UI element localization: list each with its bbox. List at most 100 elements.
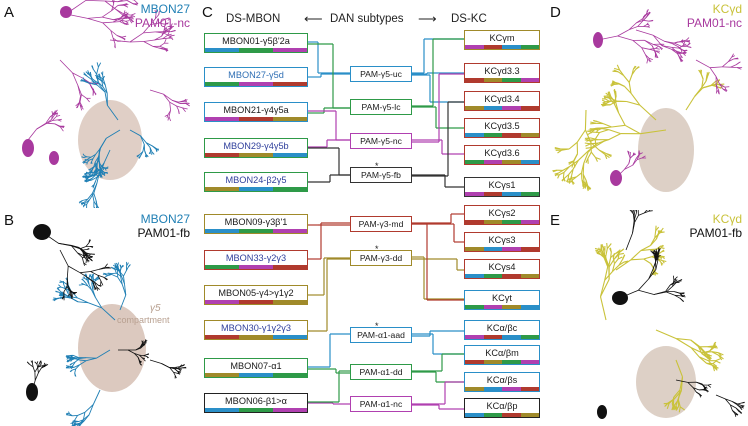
kc-box-label: KCγs2 bbox=[488, 208, 516, 218]
pam-arbor bbox=[638, 278, 649, 291]
gamma5-compartment bbox=[78, 304, 146, 392]
kc-box: KCγs4 bbox=[464, 259, 540, 279]
kc-axon bbox=[643, 258, 651, 264]
panel-title-pam01-nc: PAM01-nc bbox=[134, 16, 190, 30]
mbon-arbor bbox=[96, 276, 99, 279]
pam-arbor bbox=[139, 344, 143, 348]
kc-axon bbox=[568, 141, 578, 150]
pam-arbor bbox=[90, 271, 99, 276]
kc-box: KCγs1 bbox=[464, 177, 540, 197]
kc-box-label: KCγd3.4 bbox=[484, 94, 520, 104]
mbon-arbor bbox=[124, 283, 127, 296]
kc-axon bbox=[675, 406, 680, 411]
kc-axon bbox=[601, 99, 606, 103]
mbon-arbor bbox=[93, 183, 98, 194]
kc-axon bbox=[630, 92, 641, 106]
pam-arbor bbox=[179, 102, 186, 104]
pam-soma bbox=[610, 170, 622, 186]
pam-arbor bbox=[127, 0, 134, 5]
pam-arbor bbox=[170, 29, 176, 33]
kc-box-color-bar bbox=[465, 387, 539, 391]
panel-a: A MBON27 PAM01-nc bbox=[0, 0, 196, 208]
mbon-arbor bbox=[72, 368, 76, 371]
kc-axon bbox=[610, 100, 617, 106]
kc-box: KCγd3.6 bbox=[464, 145, 540, 165]
kc-axon bbox=[685, 96, 696, 111]
pam-arbor bbox=[728, 56, 733, 62]
pam-arbor bbox=[734, 413, 737, 417]
kc-axon bbox=[704, 351, 710, 357]
pam-arbor bbox=[680, 292, 685, 295]
kc-box: KCα/βp bbox=[464, 398, 540, 418]
pam-arbor bbox=[154, 38, 163, 41]
pam-arbor bbox=[175, 366, 180, 368]
pam-arbor bbox=[83, 255, 87, 261]
pam-arbor bbox=[139, 360, 143, 363]
mbon-arbor bbox=[75, 358, 80, 361]
pam-arbor bbox=[655, 50, 660, 54]
pam-arbor bbox=[139, 354, 144, 356]
kc-axon bbox=[564, 174, 570, 179]
kc-axon bbox=[709, 347, 714, 352]
pam-arbor bbox=[86, 98, 90, 103]
mbon-box: MBON24-β2γ5 bbox=[204, 172, 308, 192]
kc-axon bbox=[694, 87, 704, 97]
kc-axon bbox=[586, 130, 592, 133]
pam-arbor bbox=[169, 101, 177, 107]
pam-arbor bbox=[123, 4, 129, 6]
pam-arbor bbox=[38, 360, 42, 364]
mbon-arbor bbox=[59, 280, 64, 283]
kc-axon bbox=[635, 66, 640, 70]
pam-arbor bbox=[648, 268, 654, 280]
mbon-arbor bbox=[75, 364, 81, 370]
mbon-arbor bbox=[92, 276, 95, 281]
mbon-arbor bbox=[82, 160, 85, 163]
pam-arbor bbox=[632, 40, 642, 49]
kc-axon bbox=[618, 83, 625, 87]
pam-arbor bbox=[122, 14, 130, 18]
pam-arbor bbox=[167, 110, 171, 116]
pam-arbor bbox=[664, 40, 675, 44]
gamma5-compartment bbox=[636, 346, 696, 418]
kc-box: KCγd3.5 bbox=[464, 118, 540, 138]
pam-arbor bbox=[722, 88, 728, 91]
pam-arbor bbox=[54, 110, 56, 115]
mbon-arbor bbox=[106, 129, 121, 139]
kc-box-label: KCγd3.6 bbox=[484, 148, 520, 158]
kc-axon bbox=[603, 250, 606, 258]
mbon-arbor bbox=[78, 419, 84, 422]
mbon-arbor bbox=[79, 359, 87, 362]
pam-arbor bbox=[104, 0, 118, 3]
pam-arbor bbox=[647, 24, 650, 28]
pam-arbor bbox=[179, 364, 183, 367]
mbon-arbor bbox=[115, 267, 119, 270]
pam-arbor bbox=[79, 104, 83, 111]
pam-arbor bbox=[159, 22, 165, 25]
pam-arbor bbox=[671, 47, 679, 49]
kc-axon bbox=[587, 131, 593, 136]
mbon-arbor bbox=[83, 198, 88, 203]
kc-axon bbox=[598, 149, 607, 155]
pam-arbor bbox=[154, 13, 157, 19]
pam-arbor bbox=[71, 245, 78, 254]
pam-arbor bbox=[624, 164, 633, 170]
header-ds-kc: DS-KC bbox=[451, 13, 487, 25]
kc-axon bbox=[677, 399, 681, 407]
mbon-arbor bbox=[74, 415, 78, 421]
kc-axon bbox=[608, 133, 621, 141]
kc-axon bbox=[664, 402, 669, 407]
pam-arbor bbox=[140, 345, 144, 349]
pam-arbor bbox=[687, 42, 691, 46]
pam-arbor bbox=[176, 105, 179, 111]
pam-soma bbox=[60, 6, 72, 18]
kc-axon bbox=[679, 376, 684, 390]
kc-axon bbox=[623, 75, 630, 83]
pam-arbor bbox=[732, 410, 736, 415]
mbon-arbor bbox=[155, 147, 158, 152]
pam-arbor bbox=[52, 116, 57, 121]
kc-axon bbox=[617, 256, 623, 260]
mbon-arbor bbox=[101, 307, 116, 321]
pam-arbor bbox=[58, 242, 71, 246]
pam-arbor bbox=[638, 212, 645, 216]
